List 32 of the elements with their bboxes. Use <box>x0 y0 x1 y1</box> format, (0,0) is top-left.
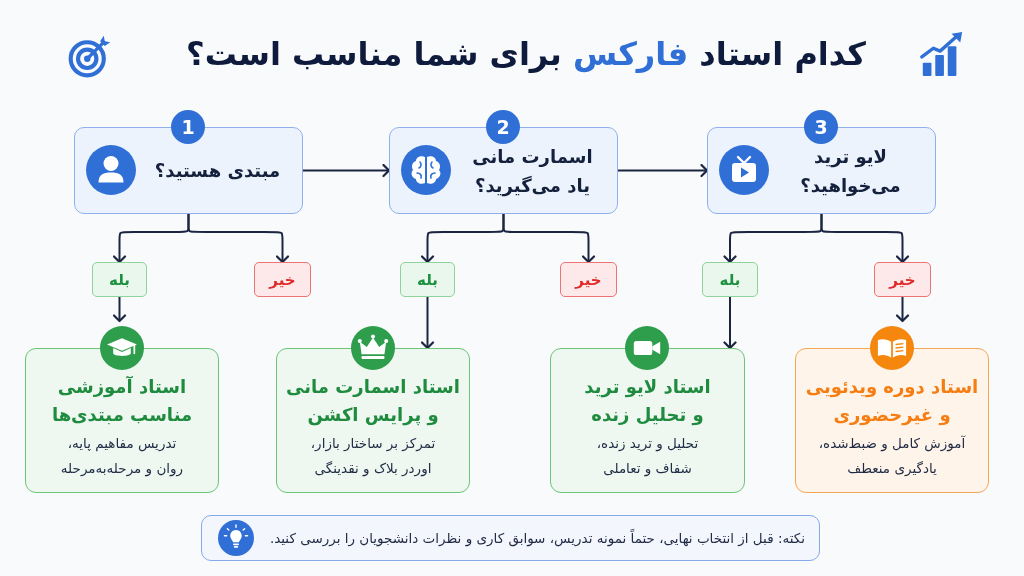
answer-chip: بله <box>702 262 758 297</box>
step-number-badge: 2 <box>486 110 520 144</box>
arrow <box>617 163 709 178</box>
card-description: آموزش کامل و ضبط‌شده، یادگیری منعطف <box>817 434 967 478</box>
arrow <box>895 296 910 323</box>
answer-chip: خیر <box>874 262 931 297</box>
question-text: مبتدی هستید؟ <box>154 159 281 183</box>
card-title: استاد اسمارت مانی و پرایس اکشن <box>285 375 461 428</box>
arrow <box>302 163 391 178</box>
card-title: استاد دوره ویدئویی و غیرحضوری <box>804 375 980 428</box>
step-number-badge: 3 <box>804 110 838 144</box>
arrow <box>820 213 910 264</box>
card-description: تدریس مفاهیم پایه، روان و مرحله‌به‌مرحله <box>59 434 185 479</box>
card-title: استاد لایو ترید و تحلیل زنده <box>583 375 712 428</box>
arrow <box>420 296 435 350</box>
arrow <box>502 213 596 264</box>
arrow <box>112 296 127 323</box>
arrow <box>187 213 290 264</box>
answer-chip: خیر <box>254 262 311 297</box>
question-text: لایو ترید می‌خواهید؟ <box>799 144 902 199</box>
card-description: تمرکز بر ساختار بازار، اوردر بلاک و نقدینگی <box>309 434 437 479</box>
card-title: استاد آموزشی مناسب مبتدی‌ها <box>50 375 194 427</box>
answer-chip: بله <box>92 262 147 297</box>
title: کدام استاد فارکس برای شما مناسب است؟ <box>186 34 866 75</box>
card-description: تحلیل و ترید زنده، شفاف و تعاملی <box>595 434 700 479</box>
note-box <box>201 515 820 561</box>
note-text: نکته: قبل از انتخاب نهایی، حتماً نمونه تدریس، سوابق کاری و نظرات دانشجویان را بررسی کنید. <box>269 528 805 548</box>
step-number-badge: 1 <box>171 110 205 144</box>
arrow <box>723 296 737 350</box>
answer-chip: خیر <box>560 262 617 297</box>
question-text: اسمارت مانی یاد می‌گیرید؟ <box>471 144 594 199</box>
answer-chip: بله <box>400 262 455 297</box>
